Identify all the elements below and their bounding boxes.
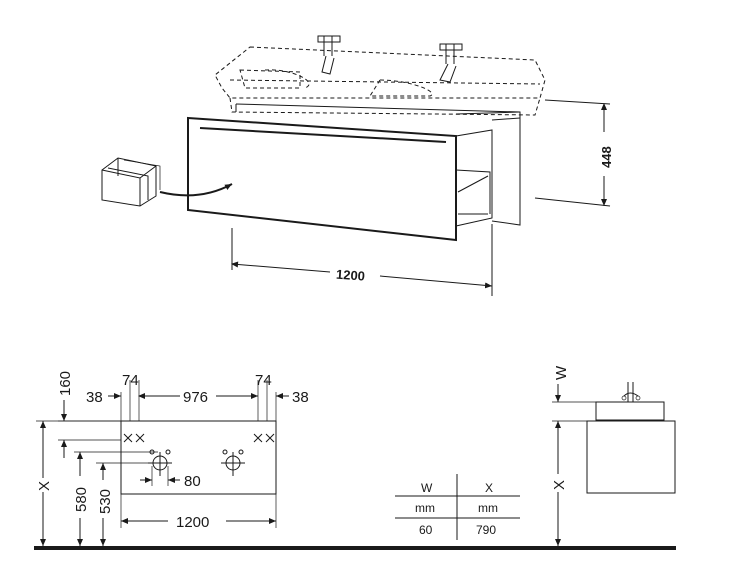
table-unit-x: mm <box>478 501 498 515</box>
top-dimension-chain: 38 74 976 74 38 <box>86 372 309 421</box>
table-header-x: X <box>485 481 493 495</box>
dim-976: 976 <box>183 389 208 406</box>
drawer-insert-icon <box>101 157 161 207</box>
table-value-w: 60 <box>419 523 433 537</box>
cabinet-body <box>235 103 521 226</box>
side-view: W X <box>551 365 676 546</box>
floor-line <box>34 546 676 550</box>
dim-580-group: 580 <box>73 451 158 546</box>
x-label-front: X <box>36 481 53 491</box>
left-tap-icon <box>317 35 341 75</box>
fixing-marks <box>123 433 275 443</box>
side-cabinet <box>586 420 676 494</box>
side-tap-icon <box>621 382 641 402</box>
width-label: 1200 <box>336 267 366 284</box>
dim-74-left: 74 <box>122 372 139 389</box>
side-basin <box>595 401 665 421</box>
dim-80: 80 <box>184 473 201 490</box>
front-view: 38 74 976 74 38 160 X 580 <box>34 371 676 550</box>
dim-160: 160 <box>57 371 74 396</box>
insert-arrow <box>159 183 233 197</box>
basin-outline <box>214 46 546 116</box>
drawer-front <box>187 116 493 242</box>
cabinet-front <box>120 420 277 495</box>
dim-530: 530 <box>97 489 114 514</box>
table-header-w: W <box>421 481 433 495</box>
width-dimension: 1200 <box>231 224 493 296</box>
right-tap-icon <box>439 43 463 83</box>
table-value-x: 790 <box>476 523 496 537</box>
dimension-table: W X mm mm 60 790 <box>395 474 520 540</box>
x-dimension-side: X <box>551 420 587 546</box>
x-dimension: X <box>36 420 121 546</box>
table-unit-w: mm <box>415 501 435 515</box>
right-drain-icon <box>221 449 245 476</box>
dim-1200: 1200 <box>176 514 209 531</box>
dim-74-right: 74 <box>255 372 272 389</box>
left-drain-icon <box>148 449 172 476</box>
dim-38-left: 38 <box>86 389 103 406</box>
dim-38-right: 38 <box>292 389 309 406</box>
dim-160-group: 160 <box>57 371 121 458</box>
w-label-side: W <box>553 365 570 380</box>
height-label: 448 <box>599 146 614 168</box>
w-dimension: W <box>552 365 596 403</box>
perspective-view: 1200 448 <box>101 35 614 296</box>
height-dimension: 448 <box>534 99 614 207</box>
dim-1200-group: 1200 <box>120 494 277 531</box>
dim-530-group: 530 <box>96 462 152 546</box>
x-label-side: X <box>551 480 568 490</box>
dim-580: 580 <box>73 487 90 512</box>
dim-80-group: 80 <box>140 466 201 490</box>
